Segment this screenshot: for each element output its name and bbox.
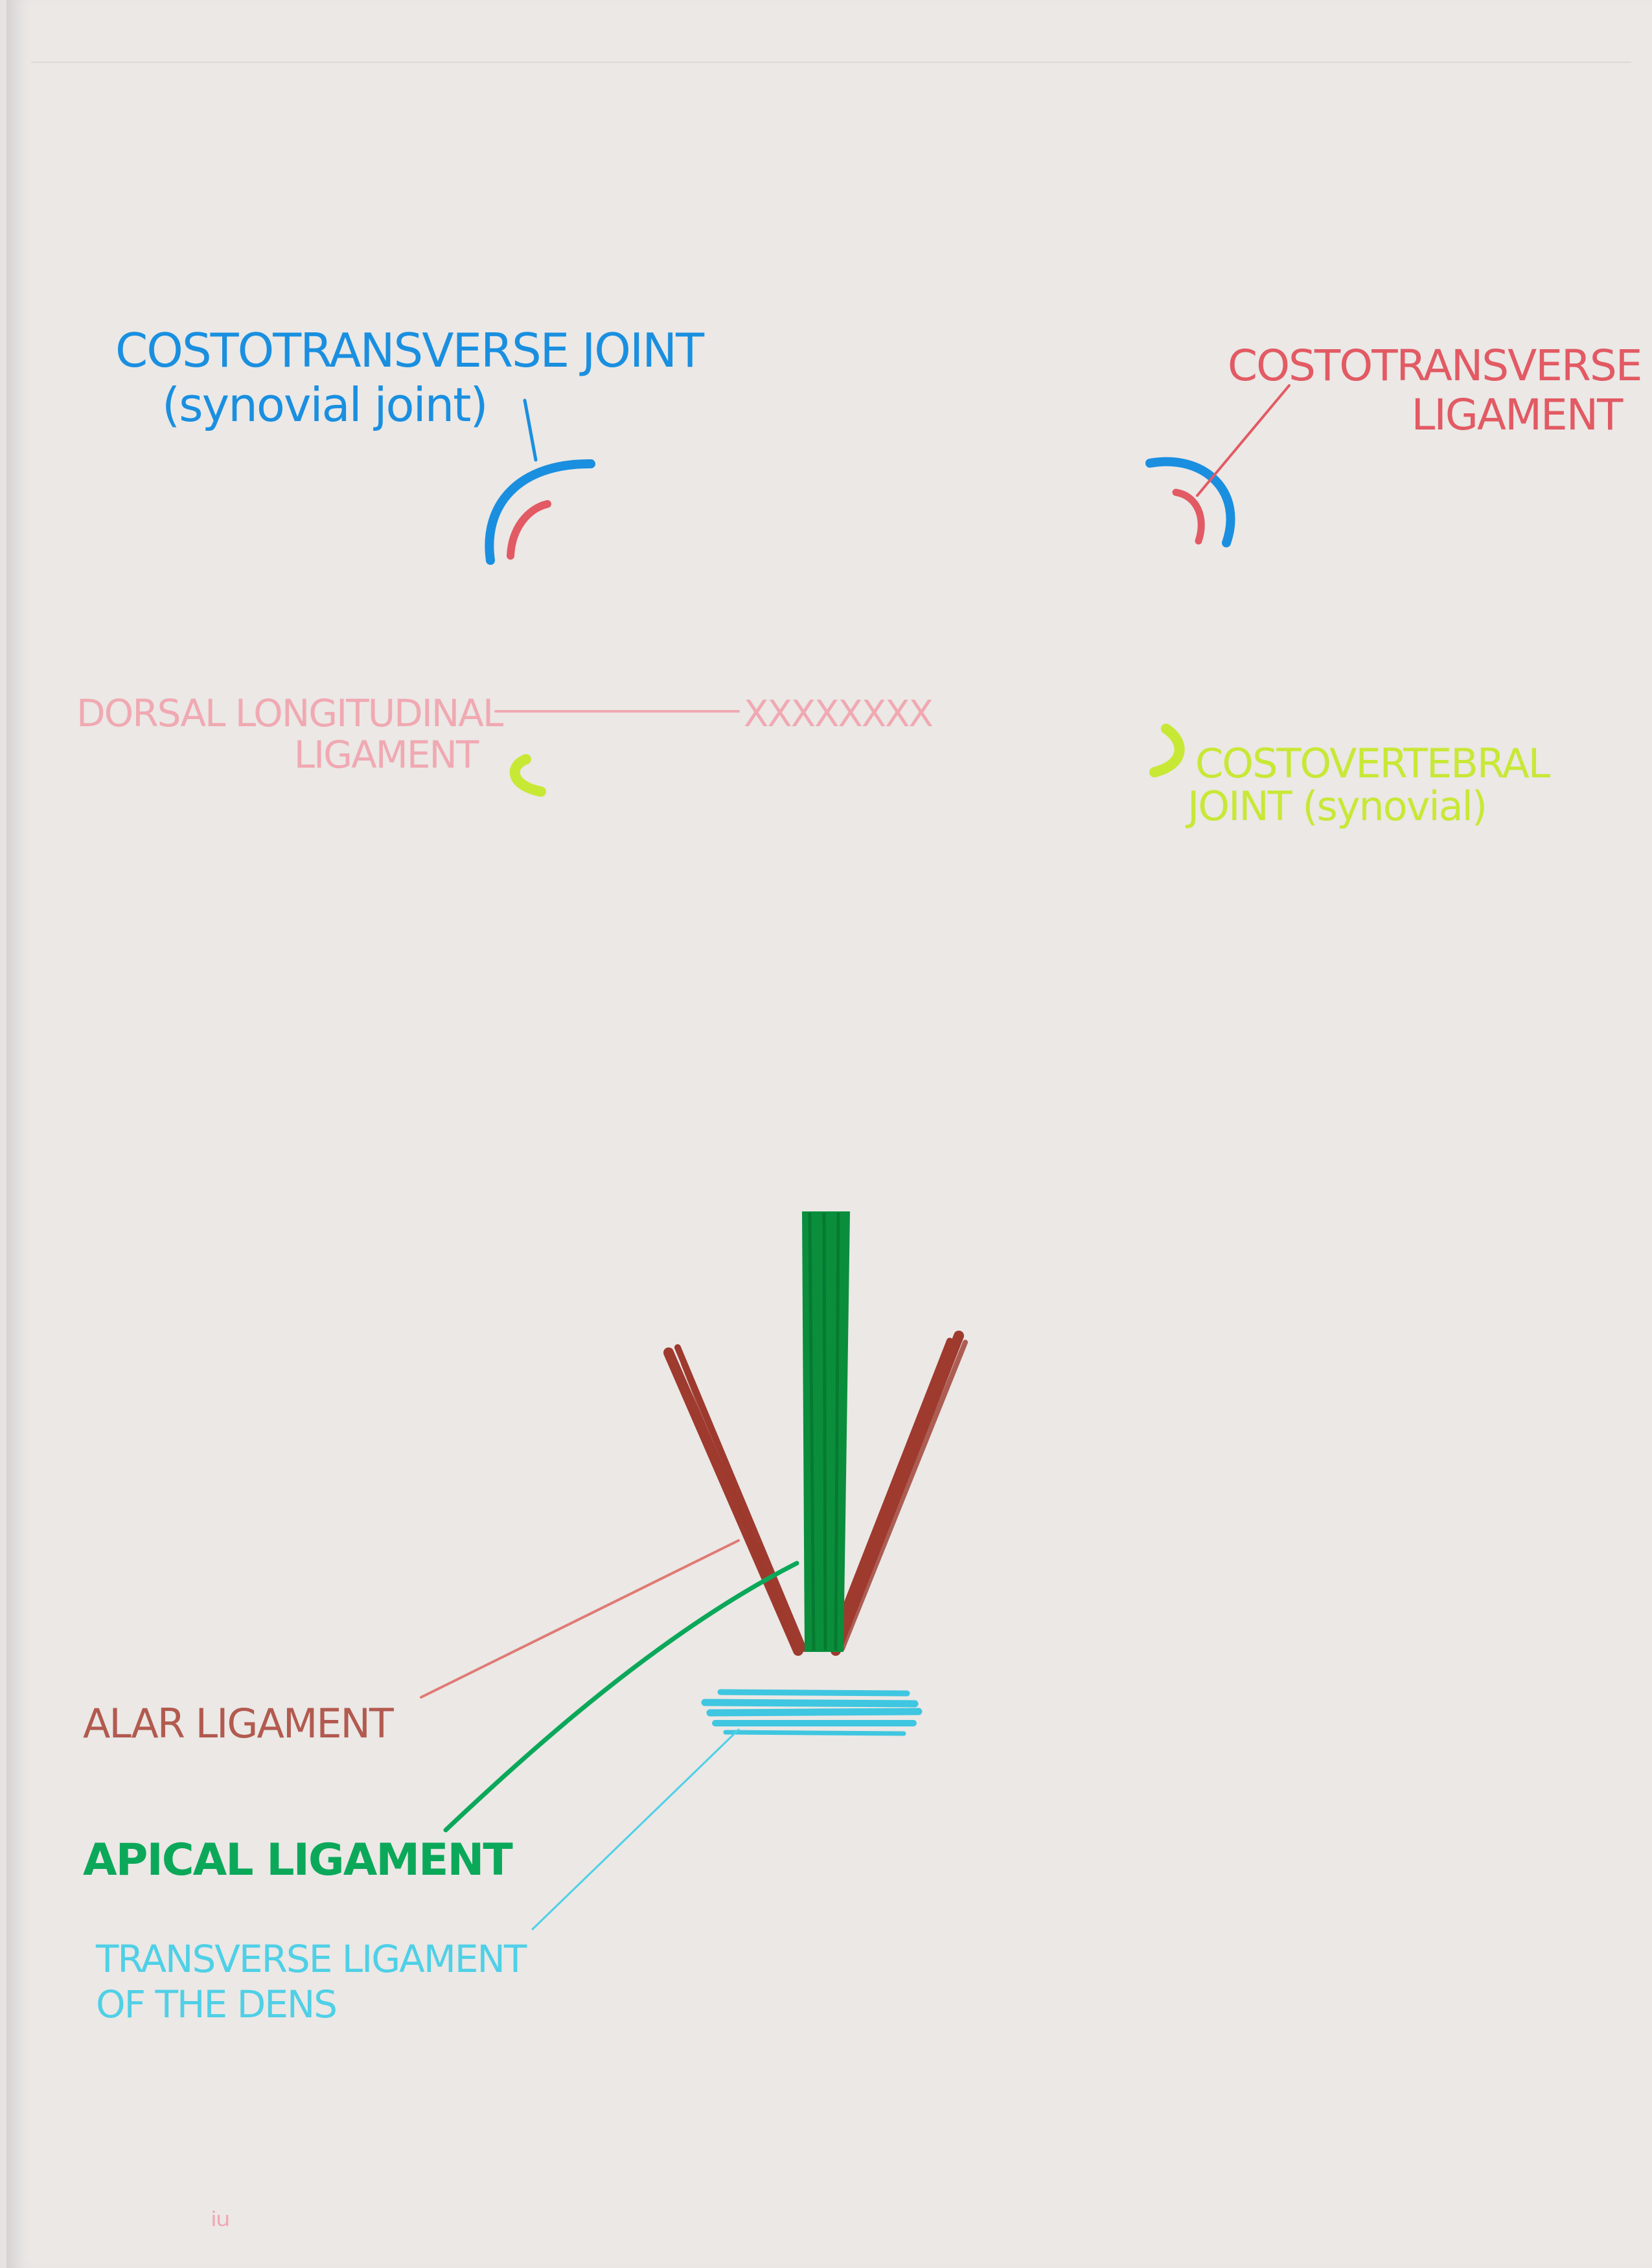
costotransverse-ligament-arc-right xyxy=(1172,488,1205,545)
dorsal-longitudinal-line2: LIGAMENT xyxy=(293,733,479,777)
transverse-ligament-label: TRANSVERSE LIGAMENT OF THE DENS xyxy=(96,1937,527,2026)
transverse-ligament-leader xyxy=(531,1728,740,1930)
costotransverse-joint-label: COSTOTRANSVERSE JOINT (synovial joint) xyxy=(115,323,704,432)
costovertebral-joint-line2: JOINT (synovial) xyxy=(1187,783,1487,830)
apical-ligament-label: APICAL LIGAMENT xyxy=(83,1835,513,1886)
alar-ligament-right xyxy=(827,1331,968,1656)
costotransverse-joint-arc-right xyxy=(1145,457,1235,547)
alar-ligament-left xyxy=(663,1344,807,1656)
costotransverse-ligament-line2: LIGAMENT xyxy=(1411,390,1623,440)
alar-ligament-leader xyxy=(420,1539,740,1699)
dorsal-marks: XXXXXXXX xyxy=(744,693,934,735)
costotransverse-joint-line2: (synovial joint) xyxy=(162,378,488,432)
costotransverse-ligament-label: COSTOTRANSVERSE LIGAMENT xyxy=(1228,341,1642,440)
costovertebral-joint-mark-left xyxy=(509,754,546,797)
costovertebral-joint-line1: COSTOVERTEBRAL xyxy=(1195,740,1550,787)
paper-sheet xyxy=(6,0,1652,2268)
corner-mark: ᵢᵤ xyxy=(211,2193,231,2235)
alar-ligament-label: ALAR LIGAMENT xyxy=(83,1700,394,1747)
costovertebral-joint-mark-right xyxy=(1149,724,1185,777)
apical-ligament-leader xyxy=(443,1561,799,1833)
costotransverse-ligament-line1: COSTOTRANSVERSE xyxy=(1228,341,1642,391)
transverse-ligament-line1: TRANSVERSE LIGAMENT xyxy=(96,1937,527,1981)
costovertebral-joint-label: COSTOVERTEBRAL JOINT (synovial) xyxy=(1187,740,1550,827)
dorsal-longitudinal-line1: DORSAL LONGITUDINAL xyxy=(76,691,503,735)
transverse-ligament-of-dens xyxy=(701,1689,923,1736)
costotransverse-joint-line1: COSTOTRANSVERSE JOINT xyxy=(115,323,704,378)
dorsal-longitudinal-ligament-label: DORSAL LONGITUDINAL LIGAMENT xyxy=(76,691,503,777)
costotransverse-joint-leader xyxy=(523,398,538,462)
costotransverse-ligament-leader xyxy=(1196,384,1291,497)
costotransverse-joint-arc-left xyxy=(485,459,595,565)
transverse-ligament-line2: OF THE DENS xyxy=(96,1982,338,2026)
paper-top-edge xyxy=(31,62,1631,63)
costotransverse-ligament-arc-left xyxy=(507,500,551,560)
